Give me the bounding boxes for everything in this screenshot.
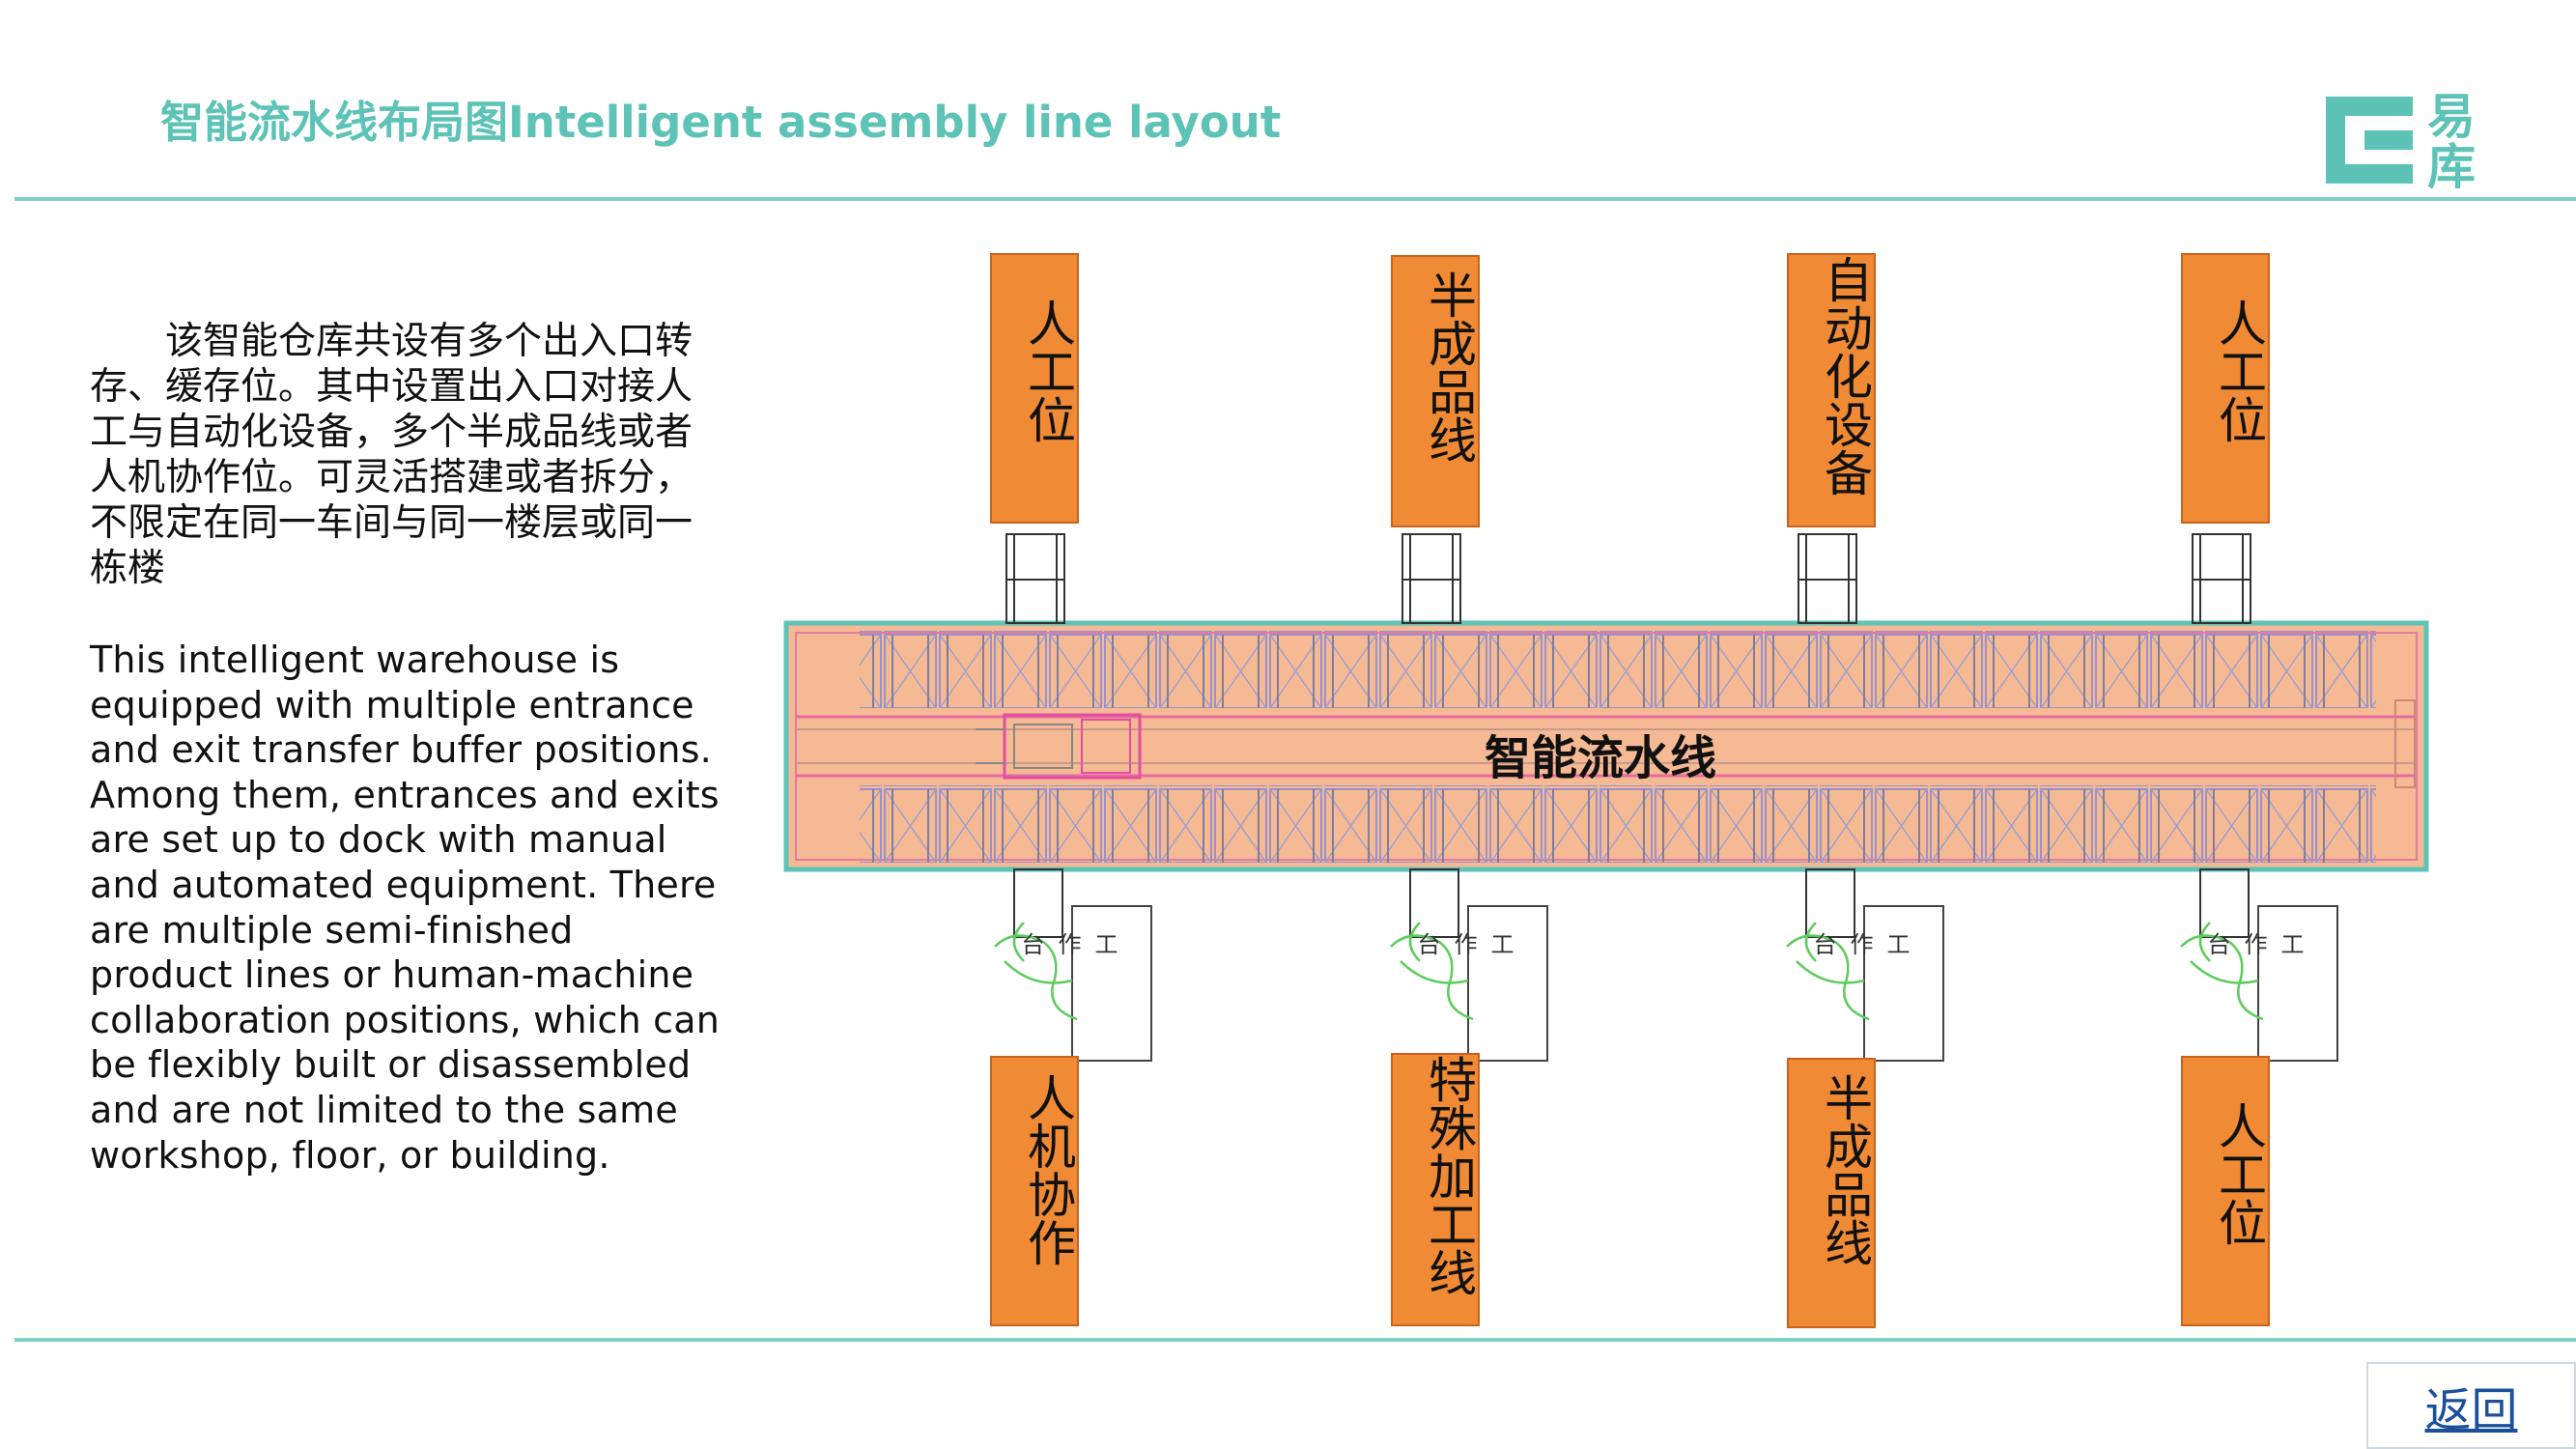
bottom-station-1: 人机协作: [990, 1056, 1079, 1326]
assembly-line-label: 智能流水线: [1485, 731, 1717, 785]
return-link[interactable]: 返回: [2424, 1383, 2518, 1437]
logo-char-bottom: 库: [2427, 139, 2476, 195]
top-station-1: 人工位: [990, 253, 1079, 524]
bottom-station-2: 特殊加工线: [1391, 1053, 1480, 1326]
top-station-2: 半成品线: [1391, 255, 1480, 527]
bottom-station-3: 半成品线: [1787, 1058, 1876, 1328]
description-chinese: 该智能仓库共设有多个出入口转存、缓存位。其中设置出入口对接人工与自动化设备，多个…: [90, 320, 694, 590]
top-station-4: 人工位: [2181, 253, 2270, 524]
logo-e-icon: [2326, 97, 2413, 184]
assembly-line-drawing: [783, 533, 2429, 1062]
footer-divider: [14, 1338, 2576, 1342]
workbench-label: 工作台: [2203, 932, 2304, 955]
workbench-label: 工作台: [1413, 932, 1514, 955]
description-english: This intelligent warehouse is equipped w…: [90, 639, 721, 1177]
header-divider: [14, 197, 2576, 201]
logo-char-top: 易: [2427, 89, 2476, 145]
bottom-station-4: 人工位: [2181, 1056, 2270, 1326]
top-station-3: 自动化设备: [1787, 253, 1876, 527]
brand-logo: 易 库: [2326, 87, 2480, 193]
workbench-label: 工作台: [1809, 932, 1910, 955]
page-title: 智能流水线布局图Intelligent assembly line layout: [160, 97, 1282, 148]
return-button[interactable]: 返回: [2366, 1362, 2576, 1449]
workbench-label: 工作台: [1017, 932, 1118, 955]
